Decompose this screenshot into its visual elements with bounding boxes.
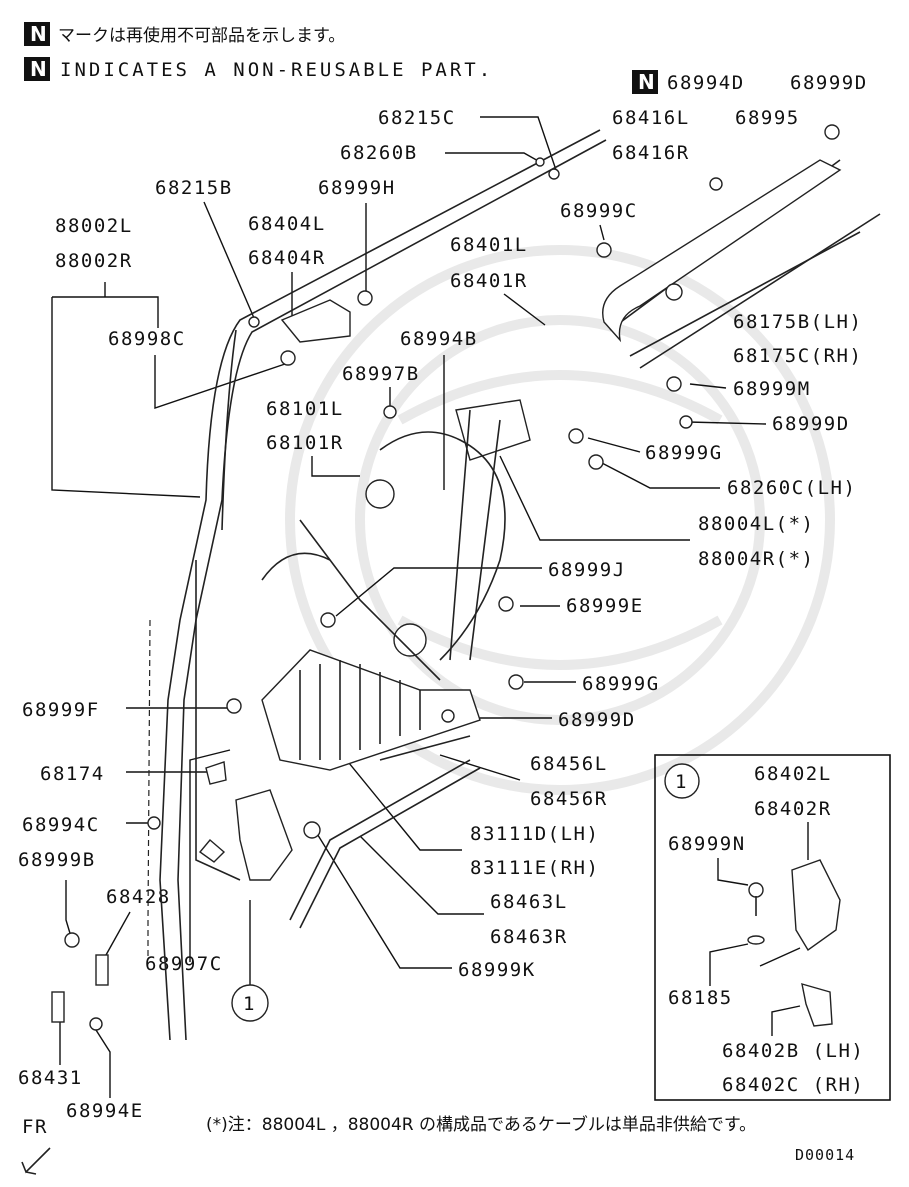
- footnote-text: (*)注：88004L ，88004R の構成品であるケーブルは単品非供給です。: [206, 1114, 756, 1135]
- label-68401L: 68401L: [450, 234, 528, 256]
- non-reusable-mark-icon-68994d: [632, 70, 658, 94]
- label-68999D-mid: 68999D: [772, 413, 850, 435]
- inset-label-68402C: 68402C (RH): [722, 1074, 864, 1096]
- label-68404L: 68404L: [248, 213, 326, 235]
- bracket-68428: [95, 954, 109, 986]
- lower-hinge-shape: [235, 789, 293, 881]
- label-88002R: 88002R: [55, 250, 133, 272]
- label-68997B: 68997B: [342, 363, 420, 385]
- label-68999D-low: 68999D: [558, 709, 636, 731]
- label-68404R: 68404R: [248, 247, 326, 269]
- label-68463R: 68463R: [490, 926, 568, 948]
- label-88002L: 88002L: [55, 215, 133, 237]
- inset-detail-box: 1 68402L 68402R 68999N 68185 68402B (LH)…: [654, 754, 891, 1101]
- label-68416L: 68416L: [612, 107, 690, 129]
- label-68998C: 68998C: [108, 328, 186, 350]
- label-88004R: 88004R(*): [698, 548, 814, 570]
- header: N マークは再使用不可部品を示します。 N INDICATES A NON-RE…: [24, 22, 493, 81]
- n-mark-68994d-text: N: [638, 70, 655, 94]
- n-mark-text-2: N: [30, 57, 47, 81]
- inset-label-68402L: 68402L: [754, 763, 832, 785]
- window-regulator-plate: [261, 649, 481, 771]
- label-68999K: 68999K: [458, 959, 536, 981]
- fr-label: FR: [22, 1116, 48, 1138]
- inset-callout-number: 1: [675, 771, 688, 793]
- inset-callout-circle: [664, 763, 700, 799]
- part-labels: 68994D 68999D 68215C 68416L 68995 68260B…: [18, 72, 868, 1122]
- label-68994B: 68994B: [400, 328, 478, 350]
- inset-bracket-shape: [801, 983, 833, 1027]
- label-68175B: 68175B(LH): [733, 311, 862, 333]
- inset-washer-icon: [747, 935, 765, 945]
- label-68463L: 68463L: [490, 891, 568, 913]
- label-68260B: 68260B: [340, 142, 418, 164]
- label-68999H: 68999H: [318, 177, 396, 199]
- label-68999G-top: 68999G: [645, 442, 723, 464]
- label-68215B: 68215B: [155, 177, 233, 199]
- latch-motor-shape: [365, 479, 395, 509]
- header-note-en: INDICATES A NON-REUSABLE PART.: [60, 59, 493, 81]
- label-68999C: 68999C: [560, 200, 638, 222]
- inset-label-68999N: 68999N: [668, 833, 746, 855]
- inset-label-68402R: 68402R: [754, 798, 832, 820]
- label-68215C: 68215C: [378, 107, 456, 129]
- diagram-code: D00014: [795, 1146, 855, 1164]
- label-68456L: 68456L: [530, 753, 608, 775]
- label-83111E: 83111E(RH): [470, 857, 599, 879]
- label-68260C: 68260C(LH): [727, 477, 856, 499]
- front-direction-arrow: FR: [21, 1116, 51, 1175]
- label-68174: 68174: [40, 763, 105, 785]
- label-68999F: 68999F: [22, 699, 100, 721]
- watermark: [285, 245, 835, 795]
- inset-bolt-icon: [748, 882, 764, 898]
- inset-hinge-shape: [791, 859, 841, 952]
- label-68416R: 68416R: [612, 142, 690, 164]
- label-68999E: 68999E: [566, 595, 644, 617]
- label-68999G-mid: 68999G: [582, 673, 660, 695]
- label-68994C: 68994C: [22, 814, 100, 836]
- non-reusable-mark-icon-2: [24, 57, 50, 81]
- fr-arrow-icon: [21, 1147, 51, 1175]
- label-68999D-top: 68999D: [790, 72, 868, 94]
- bolt-icons: [64, 124, 840, 1031]
- callout-main-number: 1: [243, 993, 256, 1015]
- label-68999B: 68999B: [18, 849, 96, 871]
- label-68997C: 68997C: [145, 953, 223, 975]
- inset-label-68402B: 68402B (LH): [722, 1040, 864, 1062]
- header-note-jp: マークは再使用不可部品を示します。: [58, 25, 345, 46]
- label-68995: 68995: [735, 107, 800, 129]
- leader-lines: [51, 116, 767, 1098]
- label-68401R: 68401R: [450, 270, 528, 292]
- label-83111D: 83111D(LH): [470, 823, 599, 845]
- label-68431: 68431: [18, 1067, 83, 1089]
- clip-68431: [51, 991, 65, 1023]
- label-68428: 68428: [106, 886, 171, 908]
- callout-circle-main: [231, 984, 269, 1022]
- label-88004L: 88004L(*): [698, 513, 814, 535]
- non-reusable-mark-icon: [24, 22, 50, 46]
- n-mark-text: N: [30, 22, 47, 46]
- label-68994E: 68994E: [66, 1100, 144, 1122]
- label-68101R: 68101R: [266, 432, 344, 454]
- door-mechanism-drawing: [51, 124, 881, 1041]
- inset-label-68185: 68185: [668, 987, 733, 1009]
- label-68994D: 68994D: [667, 72, 745, 94]
- label-68175C: 68175C(RH): [733, 345, 862, 367]
- label-68999M: 68999M: [733, 378, 811, 400]
- label-68456R: 68456R: [530, 788, 608, 810]
- upper-hinge-shape: [280, 299, 351, 343]
- motor-shape: [393, 623, 427, 657]
- label-68999J: 68999J: [548, 559, 626, 581]
- label-68101L: 68101L: [266, 398, 344, 420]
